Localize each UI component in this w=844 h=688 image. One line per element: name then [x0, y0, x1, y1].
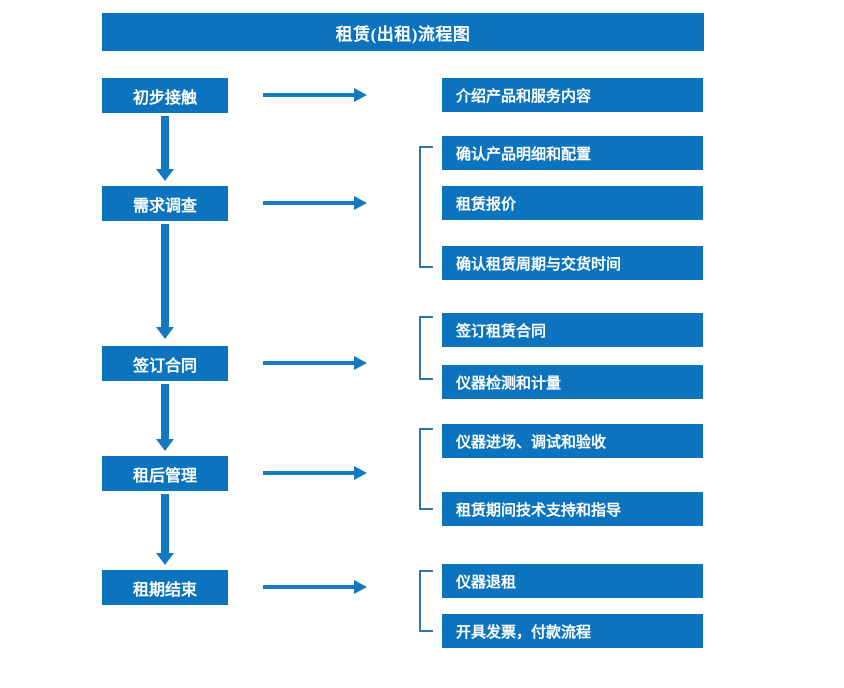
- detail-node-1[interactable]: 介绍产品和服务内容: [442, 78, 703, 112]
- detail-node-7[interactable]: 仪器进场、调试和验收: [442, 424, 703, 458]
- group-bracket-4: [419, 428, 433, 510]
- vertical-arrow-4-to-5: [161, 494, 169, 554]
- horizontal-arrow-stage-3: [263, 361, 355, 365]
- detail-node-5[interactable]: 签订租赁合同: [442, 313, 703, 347]
- page-title: 租赁(出租)流程图: [102, 13, 704, 51]
- detail-node-9[interactable]: 仪器退租: [442, 564, 703, 598]
- horizontal-arrow-stage-4: [263, 471, 355, 475]
- vertical-arrow-3-to-4: [161, 384, 169, 440]
- detail-node-2[interactable]: 确认产品明细和配置: [442, 136, 703, 170]
- detail-node-6[interactable]: 仪器检测和计量: [442, 365, 703, 399]
- vertical-arrow-1-to-2: [161, 116, 169, 170]
- vertical-arrow-2-to-3: [161, 224, 169, 328]
- stage-node-1[interactable]: 初步接触: [102, 78, 228, 113]
- stage-node-4[interactable]: 租后管理: [102, 456, 228, 491]
- stage-node-2[interactable]: 需求调查: [102, 186, 228, 221]
- horizontal-arrow-stage-1: [263, 93, 355, 97]
- stage-node-3[interactable]: 签订合同: [102, 346, 228, 381]
- group-bracket-5: [419, 570, 433, 632]
- group-bracket-2: [419, 146, 433, 268]
- horizontal-arrow-stage-5: [263, 585, 355, 589]
- detail-node-10[interactable]: 开具发票，付款流程: [442, 614, 703, 648]
- stage-node-5[interactable]: 租期结束: [102, 570, 228, 605]
- detail-node-4[interactable]: 确认租赁周期与交货时间: [442, 246, 703, 280]
- horizontal-arrow-stage-2: [263, 201, 355, 205]
- group-bracket-3: [419, 316, 433, 380]
- detail-node-8[interactable]: 租赁期间技术支持和指导: [442, 492, 703, 526]
- detail-node-3[interactable]: 租赁报价: [442, 186, 703, 220]
